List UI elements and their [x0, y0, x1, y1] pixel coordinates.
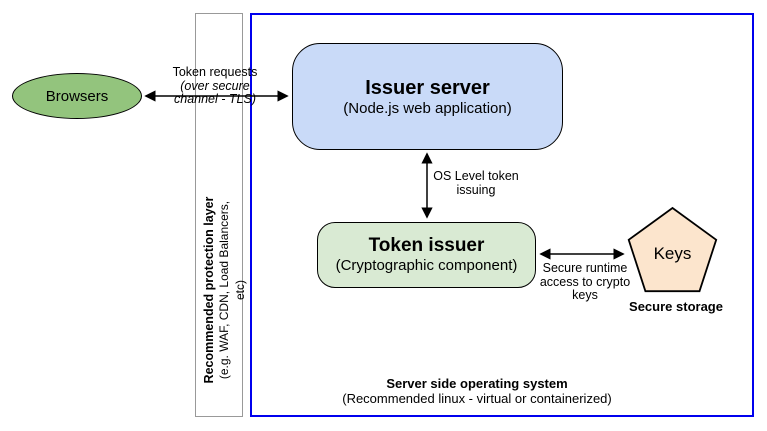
issuer-server-title: Issuer server — [365, 76, 490, 99]
protection-layer-subtitle: (e.g. WAF, CDN, Load Balancers, etc) — [217, 200, 247, 380]
token-issuer-subtitle: (Cryptographic component) — [335, 257, 518, 275]
token-requests-label: Token requests (over secure channel - TL… — [140, 65, 290, 107]
os-token-line1: OS Level token — [433, 169, 519, 183]
browsers-label: Browsers — [45, 87, 109, 105]
token-requests-line2: (over secure — [180, 78, 250, 93]
token-issuer-title: Token issuer — [368, 234, 485, 256]
server-os-subtitle: (Recommended linux - virtual or containe… — [342, 390, 612, 406]
os-token-line2: issuing — [456, 182, 496, 197]
issuer-server-node: Issuer server (Node.js web application) — [292, 43, 563, 150]
secure-runtime-label: Secure runtime access to crypto keys — [525, 261, 645, 303]
token-requests-line3: channel - TLS) — [174, 92, 256, 106]
secure-runtime-line2: access to crypto — [539, 274, 631, 289]
protection-layer-title: Recommended protection layer — [202, 196, 216, 384]
os-token-label: OS Level token issuing — [406, 169, 546, 197]
secure-runtime-line3: keys — [572, 288, 598, 302]
issuer-server-subtitle: (Node.js web application) — [343, 99, 512, 117]
server-os-label: Server side operating system (Recommende… — [277, 376, 677, 406]
protection-layer-label: Recommended protection layer (e.g. WAF, … — [201, 190, 247, 390]
token-issuer-node: Token issuer (Cryptographic component) — [317, 222, 536, 288]
secure-runtime-line1: Secure runtime — [542, 261, 628, 275]
protection-layer-strip — [195, 13, 243, 417]
token-requests-line1: Token requests — [172, 65, 258, 79]
browsers-node: Browsers — [12, 73, 142, 119]
secure-storage-caption: Secure storage — [629, 299, 723, 314]
server-os-title: Server side operating system — [386, 376, 568, 391]
keys-label: Keys — [653, 244, 692, 263]
